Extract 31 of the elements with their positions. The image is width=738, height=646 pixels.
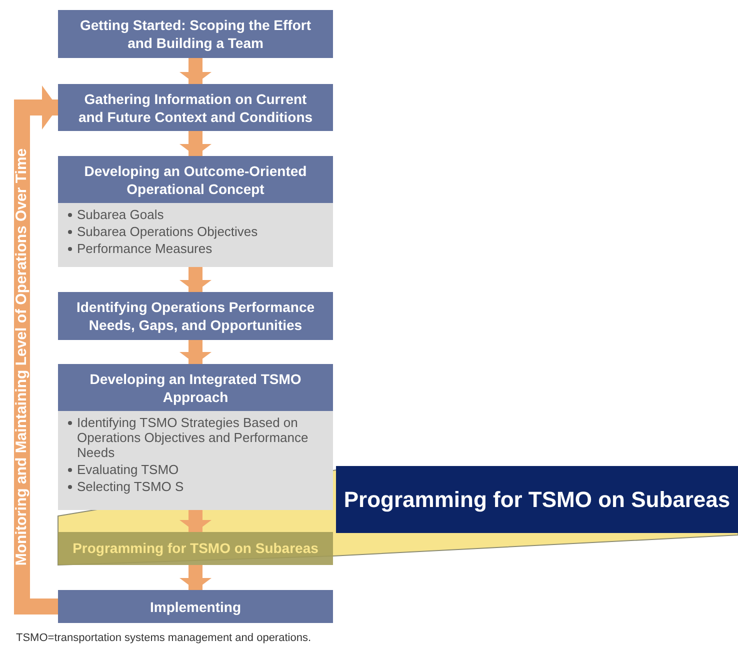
step-card [58, 364, 333, 510]
block-arrow [180, 58, 212, 84]
step-box [58, 84, 333, 131]
bullet-item: Selecting TSMO S [68, 479, 323, 494]
step-box [58, 10, 333, 58]
block-arrow [180, 340, 212, 364]
step-card [58, 156, 333, 267]
bullet-item: Identifying TSMO Strategies Based on Operations Objectives and Performance Needs [68, 415, 323, 460]
bullet-item: Performance Measures [68, 241, 323, 256]
step-title: Identifying Operations Performance Needs, Gaps, and Opportunities [75, 298, 316, 334]
bullet-item: Subarea Goals [68, 207, 323, 222]
block-arrow [180, 131, 212, 156]
step-title: Implementing [150, 598, 241, 616]
bullet-item: Evaluating TSMO [68, 462, 323, 477]
footnote: TSMO=transportation systems management and operations. [16, 631, 312, 646]
edge-label: Monitoring and Maintaining Level of Operations Over Time [13, 148, 31, 566]
callout-title: Programming for TSMO on Subareas [344, 486, 730, 514]
step-title: Programming for TSMO on Subareas [72, 539, 318, 558]
step-title: Gathering Information on Current and Future Context and Conditions [77, 90, 314, 126]
highlighted-step-box [58, 532, 333, 565]
feedback-arrow [14, 86, 58, 614]
callout-box [336, 466, 738, 533]
step-box [58, 292, 333, 340]
block-arrow [180, 510, 212, 532]
block-arrow [180, 565, 212, 590]
step-header: Developing an Outcome-Oriented Operational Concept [58, 156, 333, 203]
step-box [58, 590, 333, 623]
block-arrow [180, 267, 212, 292]
step-title: Getting Started: Scoping the Effort and Building a Team [79, 16, 312, 52]
bullet-item: Subarea Operations Objectives [68, 224, 323, 239]
step-header: Developing an Integrated TSMO Approach [58, 364, 333, 411]
